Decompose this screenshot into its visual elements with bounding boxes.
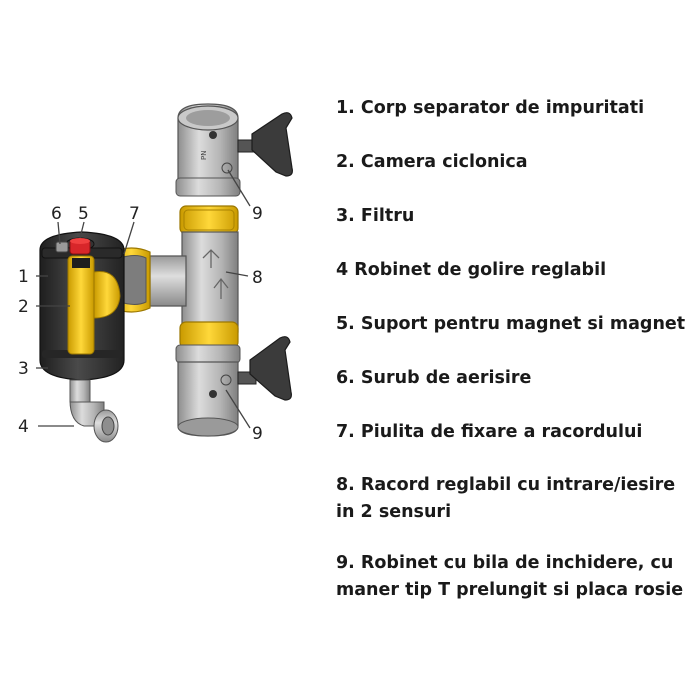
callout-9-bottom: 9 bbox=[252, 424, 263, 444]
leader-lines bbox=[36, 169, 251, 429]
legend-item-2: 2. Camera ciclonica bbox=[336, 152, 528, 172]
callout-2: 2 bbox=[18, 297, 29, 317]
red-cap bbox=[65, 237, 95, 255]
bottom-t-handle bbox=[237, 336, 292, 401]
top-t-handle bbox=[237, 112, 293, 177]
callout-7: 7 bbox=[129, 204, 140, 224]
separator-assembly-diagram: PN bbox=[18, 103, 293, 444]
legend-item-8: 8. Racord reglabil cu intrare/iesire in … bbox=[336, 475, 676, 522]
legend-item-5: 5. Suport pentru magnet si magnet bbox=[336, 314, 686, 334]
drain-valve bbox=[69, 379, 119, 443]
callout-4: 4 bbox=[18, 417, 29, 437]
callout-9-top: 9 bbox=[252, 204, 263, 224]
legend-item-3: 3. Filtru bbox=[336, 206, 415, 226]
magnet-holder bbox=[67, 255, 121, 355]
legend-item-1: 1. Corp separator de impuritati bbox=[336, 98, 645, 118]
legend-item-9: 9. Robinet cu bila de inchidere, cu mane… bbox=[336, 553, 684, 600]
bottom-ball-valve bbox=[175, 344, 241, 437]
legend-item-7: 7. Piulita de fixare a racordului bbox=[336, 422, 643, 442]
top-yellow-ring bbox=[179, 205, 239, 235]
callout-1: 1 bbox=[18, 267, 29, 287]
svg-text:PN: PN bbox=[200, 151, 208, 160]
top-ball-valve: PN bbox=[175, 103, 241, 197]
callout-5: 5 bbox=[78, 204, 89, 224]
tee-connector-body bbox=[149, 231, 239, 333]
callout-6: 6 bbox=[51, 204, 62, 224]
air-vent-screw bbox=[55, 241, 69, 253]
legend-item-6: 6. Surub de aerisire bbox=[336, 368, 532, 388]
callout-8: 8 bbox=[252, 268, 263, 288]
legend-item-4: 4 Robinet de golire reglabil bbox=[336, 260, 607, 280]
bottom-yellow-ring bbox=[179, 321, 239, 349]
callout-3: 3 bbox=[18, 359, 29, 379]
